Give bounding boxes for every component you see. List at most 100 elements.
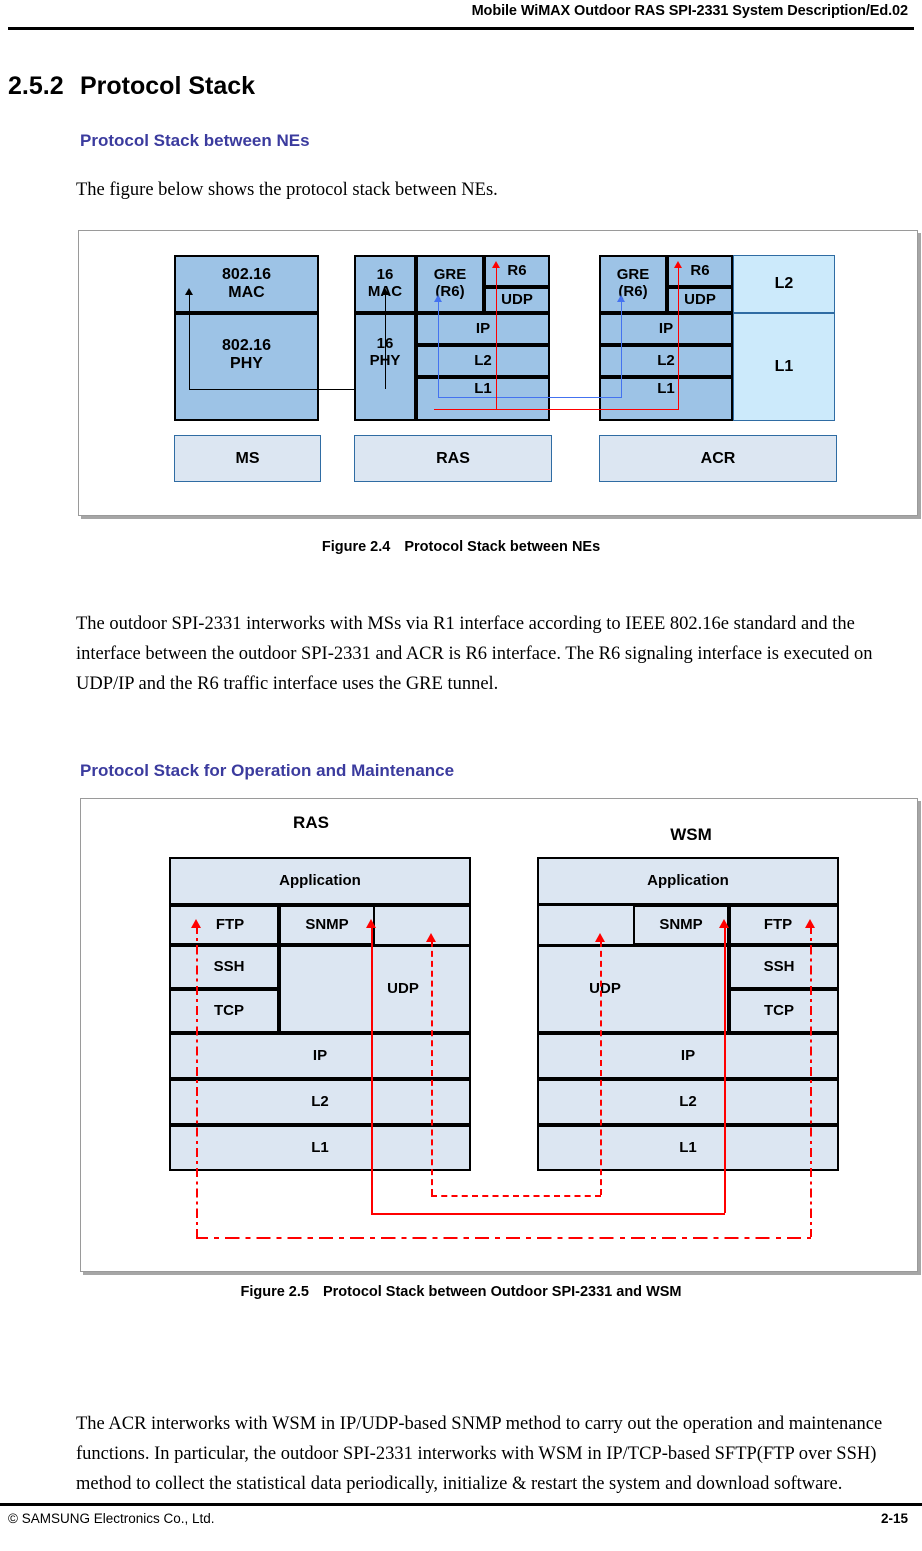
subheading-protocol-stack-for-om: Protocol Stack for Operation and Mainten… (80, 761, 455, 780)
acr-right-layer-l2: L2 (733, 255, 835, 313)
acr-right-l1-label: L1 (774, 358, 794, 376)
wsm-layer-ssh: SSH (729, 945, 839, 989)
node-box-ms: MS (174, 435, 321, 482)
ms-mac-line2: MAC (228, 284, 265, 301)
ras2-layer-snmp-filler (375, 905, 471, 945)
ras2-ip-label: IP (312, 1046, 328, 1064)
r6-signal-arrowhead-acr (674, 261, 682, 268)
udp-connector-horizontal (431, 1195, 601, 1197)
ras2-layer-udp: UDP (279, 945, 471, 1033)
wsm-layer-udp: UDP (537, 945, 729, 1033)
acr-gre-line2: (R6) (618, 283, 648, 300)
ras2-layer-ip: IP (169, 1033, 471, 1079)
stack-title-wsm: WSM (670, 825, 712, 844)
ras-layer-r6: R6 (484, 255, 550, 287)
snmp-connector-arrowhead-ras (366, 919, 376, 928)
node-label-acr: ACR (700, 449, 736, 467)
ras2-layer-tcp: TCP (169, 989, 279, 1033)
ras2-application-label: Application (279, 871, 361, 889)
udp-connector-arrowhead-wsm (595, 933, 605, 942)
footer-page-number: 2-15 (880, 1511, 908, 1526)
gre-traffic-arrowhead-ras (434, 295, 442, 302)
gre-traffic-line-acr-vertical (621, 301, 622, 397)
gre-traffic-line-horizontal (438, 397, 622, 398)
ras-layer-udp: UDP (484, 287, 550, 313)
figure-1-caption-text: Protocol Stack between NEs (404, 539, 601, 555)
acr-layer-r6: R6 (667, 255, 733, 287)
ras-l2-label: L2 (474, 351, 492, 369)
acr-layer-udp: UDP (667, 287, 733, 313)
ras2-layer-ftp: FTP (169, 905, 279, 945)
ftp-connector-wsm-vertical (810, 927, 812, 1237)
acr-layer-ip: IP (599, 313, 733, 345)
wsm-layer-l2: L2 (537, 1079, 839, 1125)
ras2-udp-label: UDP (387, 979, 419, 997)
wsm-ssh-label: SSH (763, 957, 795, 975)
wsm-layer-tcp: TCP (729, 989, 839, 1033)
acr-right-layer-l1: L1 (733, 313, 835, 421)
ras-gre-line1: GRE (433, 266, 467, 284)
ras-layer-gre-r6: GRE(R6) (416, 255, 484, 313)
ras-layer-ip: IP (416, 313, 550, 345)
ms-air-arrow-vertical (189, 294, 190, 389)
ras-layer-l2: L2 (416, 345, 550, 377)
node-box-ras: RAS (354, 435, 552, 482)
node-box-acr: ACR (599, 435, 837, 482)
acr-layer-gre-r6: GRE(R6) (599, 255, 667, 313)
acr-layer-l2: L2 (599, 345, 733, 377)
gre-traffic-line-ras-vertical (438, 301, 439, 397)
udp-connector-ras-vertical (431, 941, 433, 1195)
ras-air-arrow-head (381, 288, 389, 295)
ras2-ssh-label: SSH (213, 957, 245, 975)
acr-udp-label: UDP (684, 290, 716, 308)
node-label-ras: RAS (436, 449, 470, 467)
udp-connector-arrowhead-ras (426, 933, 436, 942)
acr-layer-l1: L1 (599, 377, 733, 421)
ras-gre-line2: (R6) (435, 283, 465, 300)
ms-air-arrow-head (185, 288, 193, 295)
ras2-layer-snmp: SNMP (279, 905, 375, 945)
snmp-connector-horizontal (371, 1213, 725, 1215)
wsm-l1-label: L1 (679, 1138, 697, 1156)
subheading-protocol-stack-between-nes: Protocol Stack between NEs (80, 131, 310, 150)
node-label-ms: MS (235, 449, 260, 467)
acr-l1-label: L1 (657, 380, 675, 397)
figure-protocol-stack-ras-wsm: RAS WSM Application FTP SNMP SSH TCP UDP… (80, 798, 918, 1272)
ms-phy-line2: PHY (230, 355, 263, 372)
snmp-connector-ras-vertical (371, 927, 373, 1213)
ftp-connector-arrowhead-wsm (805, 919, 815, 928)
r6-signal-line-ras-vertical (496, 267, 497, 409)
wsm-ip-label: IP (680, 1046, 696, 1064)
acr-right-l2-label: L2 (774, 275, 794, 293)
wsm-layer-l1: L1 (537, 1125, 839, 1171)
r6-signal-arrowhead-ras (492, 261, 500, 268)
ras-air-arrow-vertical (385, 294, 386, 389)
wsm-layer-ip: IP (537, 1033, 839, 1079)
acr-gre-line1: GRE (616, 266, 650, 284)
wsm-layer-snmp-filler (537, 905, 633, 945)
acr-ip-label: IP (658, 319, 674, 337)
ftp-connector-arrowhead-ras (191, 919, 201, 928)
ras2-tcp-label: TCP (214, 1001, 244, 1019)
paragraph-after-figure-1: The outdoor SPI-2331 interworks with MSs… (76, 614, 873, 694)
ras-l1-label: L1 (474, 380, 492, 397)
acr-l2-label: L2 (657, 351, 675, 369)
ras2-l1-label: L1 (311, 1138, 329, 1156)
wsm-layer-application: Application (537, 857, 839, 905)
section-title: Protocol Stack (80, 72, 256, 100)
ras-layer-l1: L1 (416, 377, 550, 421)
section-number: 2.5.2 (8, 72, 64, 100)
ras-16mac-line1: 16 (376, 266, 394, 284)
page-title: 2.5.2 Protocol Stack (8, 72, 255, 101)
figure-1-caption-label: Figure 2.4 (321, 539, 391, 555)
ras2-layer-application: Application (169, 857, 471, 905)
footer-divider (0, 1503, 922, 1506)
footer-copyright: © SAMSUNG Electronics Co., Ltd. (8, 1511, 215, 1526)
snmp-connector-arrowhead-wsm (719, 919, 729, 928)
ftp-connector-horizontal (196, 1237, 811, 1239)
ras2-l2-label: L2 (311, 1092, 329, 1110)
ras2-ftp-label: FTP (215, 915, 245, 933)
wsm-ftp-label: FTP (763, 915, 793, 933)
wsm-layer-snmp: SNMP (633, 905, 729, 945)
